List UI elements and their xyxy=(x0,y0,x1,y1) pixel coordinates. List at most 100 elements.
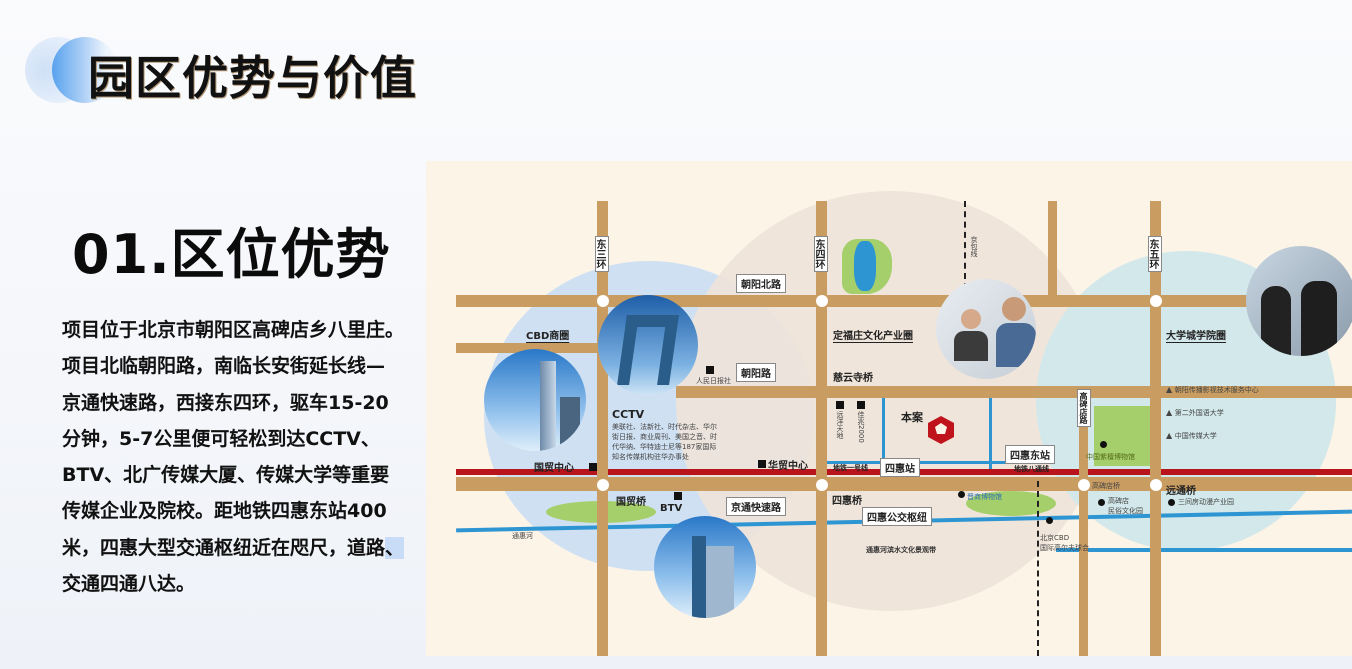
junction xyxy=(816,479,828,491)
subway-line1-label: 地铁一号线 xyxy=(833,464,868,472)
section-body: 项目位于北京市朝阳区高碑店乡八里庄。 项目北临朝阳路，南临长安街延长线— 京通快… xyxy=(62,312,422,602)
sanjianfang-marker xyxy=(1168,499,1175,506)
jingtong-expressway xyxy=(456,477,1352,491)
body-line: 京通快速路，西接东四环，驱车15-20 xyxy=(62,391,389,414)
cbd-golf-label: 北京CBD 国际高尔夫球会 xyxy=(1040,533,1089,553)
triangle-icon: ▲ xyxy=(1166,431,1175,440)
body-line: 项目位于北京市朝阳区高碑店乡八里庄。 xyxy=(62,319,405,341)
gaobeidian-road-label: 高碑店路 xyxy=(1077,389,1091,427)
sanjianfang-label: 三间房动漫产业园 xyxy=(1178,498,1234,506)
cbd-tower-photo xyxy=(484,349,586,451)
junction xyxy=(597,295,609,307)
university-name: 中国传媒大学 xyxy=(1174,432,1217,440)
park-gaobeidian xyxy=(1094,406,1156,466)
sihui-east-station-label: 四惠东站 xyxy=(1005,445,1055,464)
cbd-golf-marker xyxy=(1046,517,1053,524)
university-zone-label: 大学城学院圈 xyxy=(1166,331,1226,342)
cctv-desc-line: 知名传媒机构驻华办事处 xyxy=(612,453,689,461)
cctv-desc-line: 代华纳、华特迪士尼等187家国际 xyxy=(612,443,717,451)
china-museum-label: 中国紫檀博物馆 xyxy=(1086,453,1135,461)
section-title: 01.区位优势 xyxy=(72,223,391,286)
gaobeidian-folk-label: 高碑店 民俗文化园 xyxy=(1108,496,1143,516)
graduates-photo xyxy=(1246,246,1352,356)
body-line: 项目北临朝阳路，南临长安街延长线— xyxy=(62,355,386,378)
project-logo-icon xyxy=(926,415,956,445)
project-boundary-bottom xyxy=(826,461,1016,464)
gaobeidian-bridge-label: 高碑店桥 xyxy=(1092,482,1120,490)
yuantong-bridge-label: 远通桥 xyxy=(1166,486,1196,497)
east-5th-ring xyxy=(1150,201,1161,656)
junction xyxy=(1150,479,1162,491)
gaobeidian-folk-marker xyxy=(1098,499,1105,506)
east-3rd-ring xyxy=(597,201,608,656)
huamao-center-label: 华贸中心 xyxy=(768,461,808,472)
body-line: 交通四通八达。 xyxy=(62,573,196,596)
university-name: 朝阳传播影视技术服务中心 xyxy=(1174,386,1259,394)
cctv-desc-line: 街日报、商业周刊、美国之音、时 xyxy=(612,433,717,441)
chaoyang-road xyxy=(676,386,1352,398)
china-museum-marker xyxy=(1100,441,1107,448)
ciyunsi-bridge-label: 慈云寺桥 xyxy=(833,373,873,384)
yuanyang-label: 远洋天地 xyxy=(836,411,844,439)
triangle-icon: ▲ xyxy=(1166,385,1175,394)
peoples-daily-marker xyxy=(706,366,714,374)
sihui-hub-label: 四惠公交枢纽 xyxy=(862,507,932,526)
body-line: BTV、北广传媒大厦、传媒大学等重要 xyxy=(62,464,390,487)
tonghui-belt-label: 通惠河滨水文化景观带 xyxy=(866,546,936,554)
cctv-desc-line: 美联社、法新社、时代杂志、华尔 xyxy=(612,423,717,431)
university-list: ▲ 朝阳传播影视技术服务中心 ▲ 第二外国语大学 ▲ 中国传媒大学 xyxy=(1166,385,1259,441)
body-line: 米，四惠大型交通枢纽近在咫尺，道路、 xyxy=(62,530,422,566)
university-list-item: ▲ 朝阳传播影视技术服务中心 xyxy=(1166,385,1259,395)
page-title: 园区优势与价值 xyxy=(88,51,417,105)
university-list-item: ▲ 中国传媒大学 xyxy=(1166,431,1259,441)
chaoyang-road-label: 朝阳路 xyxy=(736,363,776,382)
sihui-station-label: 四惠站 xyxy=(880,458,920,477)
folk-line: 高碑店 xyxy=(1108,497,1129,505)
office-workers-photo xyxy=(936,279,1036,379)
triangle-icon: ▲ xyxy=(1166,408,1175,417)
gaobeidian-road xyxy=(1079,386,1088,656)
jiazhao-marker xyxy=(857,401,865,409)
cbd-zone-label: CBD商圈 xyxy=(526,331,570,342)
project-label: 本案 xyxy=(901,411,923,424)
chaoyang-north-road-label: 朝阳北路 xyxy=(736,274,786,293)
jingbao-railway xyxy=(964,201,966,351)
btv-marker xyxy=(674,492,682,500)
jingbao-line-label: 京包线 xyxy=(970,236,978,257)
tonghui-river-label: 通惠河 xyxy=(512,532,533,540)
jingtong-expressway-label: 京通快速路 xyxy=(726,497,786,516)
peoples-daily-label: 人民日报社 xyxy=(696,377,731,385)
east-4th-ring-label: 东四环 xyxy=(813,236,828,272)
east-5th-ring-label: 东五环 xyxy=(1147,236,1162,272)
body-line: 传媒企业及院校。距地铁四惠东站400 xyxy=(62,500,387,523)
museum-marker xyxy=(958,491,965,498)
east-4th-ring xyxy=(816,201,827,656)
yuanyang-marker xyxy=(836,401,844,409)
cctv-description: 美联社、法新社、时代杂志、华尔 街日报、商业周刊、美国之音、时 代华纳、华特迪士… xyxy=(612,422,717,462)
guomao-center-marker xyxy=(589,463,597,471)
cbd-golf-line: 国际高尔夫球会 xyxy=(1040,544,1089,552)
road-mid xyxy=(1048,201,1057,301)
guomao-bridge-label: 国贸桥 xyxy=(616,497,646,508)
btv-building-photo xyxy=(654,516,756,618)
btv-label: BTV xyxy=(660,503,683,514)
east-3rd-ring-label: 东三环 xyxy=(594,236,609,272)
folk-line: 民俗文化园 xyxy=(1108,507,1143,515)
railway-south xyxy=(1037,481,1039,656)
road-cbd xyxy=(456,343,606,353)
cctv-label: CCTV xyxy=(612,408,645,421)
body-line: 分钟，5-7公里便可轻松到达CCTV、 xyxy=(62,427,380,450)
river-south xyxy=(1056,548,1352,552)
body-line-text: 米，四惠大型交通枢纽近在咫尺，道路 xyxy=(62,536,386,559)
museum-label: 晋商博物馆 xyxy=(967,493,1002,501)
lake-north xyxy=(854,241,876,291)
chaoyang-north-road xyxy=(456,295,1352,307)
sihui-bridge-label: 四惠桥 xyxy=(832,496,862,507)
park-museum xyxy=(966,491,1056,516)
junction xyxy=(1150,295,1162,307)
junction xyxy=(816,295,828,307)
junction xyxy=(597,479,609,491)
huamao-center-marker xyxy=(758,460,766,468)
text-selection-highlight: 、 xyxy=(385,536,405,559)
cctv-building-photo xyxy=(598,295,698,395)
